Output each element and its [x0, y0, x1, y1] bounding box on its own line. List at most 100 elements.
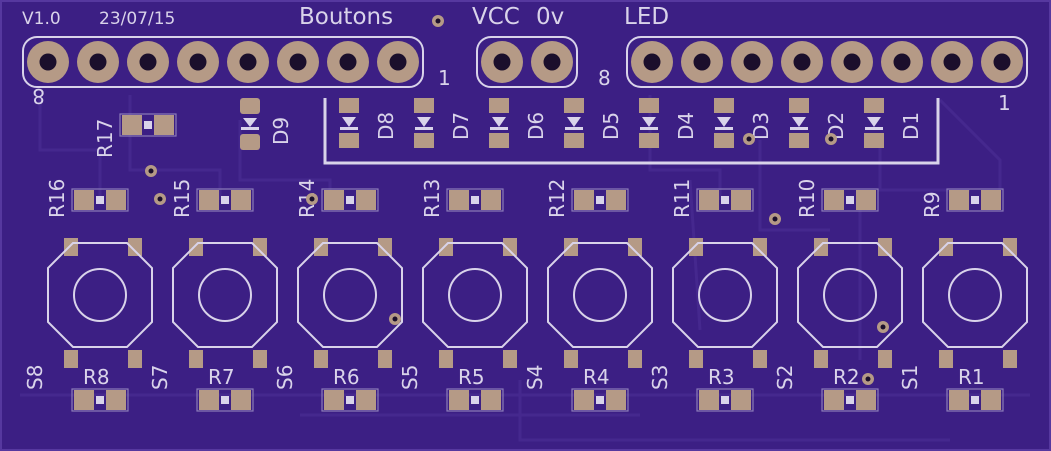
via-hole [746, 136, 752, 142]
switch-pad [564, 350, 578, 368]
led-pad-bottom [864, 133, 884, 148]
led-header-pin [731, 41, 773, 83]
led-d6: D6 [489, 98, 548, 148]
resistor-r11-body [721, 196, 729, 204]
buttons-header-pin [27, 41, 69, 83]
led-header-pin [881, 41, 923, 83]
led-pad-bottom [489, 133, 509, 148]
resistor-r12 [571, 188, 629, 212]
led-label: D8 [374, 112, 398, 140]
resistor-r14-pad-a [324, 190, 344, 210]
led-pad-top [789, 98, 809, 113]
resistor-r17-outline [119, 113, 177, 137]
switch-pad [314, 238, 328, 256]
led-cathode-bar [640, 127, 658, 130]
resistor-r9-outline [946, 188, 1004, 212]
led-header-pin-hole [693, 53, 711, 71]
pin-headers [22, 36, 1028, 88]
switch-pad [439, 238, 453, 256]
switch-pad [878, 238, 892, 256]
resistor-r2-pad-b [856, 390, 876, 410]
resistor-r14-body [346, 196, 354, 204]
switch-pad [814, 238, 828, 256]
buttons-pin-1-label: 1 [438, 66, 451, 90]
resistor-r5-pad-b [481, 390, 501, 410]
power-header-outline [476, 36, 578, 88]
switch-s8: S8 [23, 238, 153, 390]
switch-label: S1 [898, 365, 922, 390]
led-pad-top [639, 98, 659, 113]
resistor-r16-outline [71, 188, 129, 212]
switch-pad [189, 350, 203, 368]
switch-body-outline [297, 242, 403, 348]
resistor-r11-pad-a [699, 190, 719, 210]
switch-s1: S1 [898, 238, 1028, 390]
via-hole [309, 196, 315, 202]
switch-label: S6 [273, 365, 297, 390]
power-header-pin [481, 41, 523, 83]
switch-pad [64, 350, 78, 368]
led-diode-symbol [642, 117, 656, 127]
switch-label: S4 [523, 365, 547, 390]
led-group-outline [323, 98, 940, 165]
resistor-r15 [196, 188, 254, 212]
switch-pad [753, 350, 767, 368]
switch-pad [564, 238, 578, 256]
power-header-pin-hole [493, 53, 511, 71]
top-resistor-label: R9 [920, 191, 944, 218]
switch-pad [628, 238, 642, 256]
top-resistor-label: R15 [170, 179, 194, 218]
bottom-resistor-label: R5 [458, 365, 485, 389]
resistor-r4-outline [571, 388, 629, 412]
top-resistor-row: R16R15R14R13R12R11R10R9 [45, 179, 1004, 218]
led-header-outline [626, 36, 1028, 88]
resistor-r6-pad-a [324, 390, 344, 410]
buttons-header-pin [177, 41, 219, 83]
bottom-resistor-label: R2 [833, 365, 860, 389]
d9-cathode-bar [241, 127, 259, 130]
d9-diode-symbol [243, 118, 257, 127]
switch-body-outline [672, 242, 778, 348]
led-pad-bottom [639, 133, 659, 148]
led-header-pin [831, 41, 873, 83]
led-header-pin-hole [793, 53, 811, 71]
buttons-header-pin [77, 41, 119, 83]
led-header-pin-hole [843, 53, 861, 71]
via-hole [148, 168, 154, 174]
led-cathode-bar [340, 127, 358, 130]
switch-pad [64, 238, 78, 256]
zero-volt-label: 0v [536, 4, 564, 30]
led-d4: D4 [639, 98, 698, 148]
resistor-r12-body [596, 196, 604, 204]
switch-actuator-outline [573, 268, 627, 322]
led-header-pin [931, 41, 973, 83]
resistor-r8 [71, 388, 129, 412]
version-label: V1.0 [22, 9, 61, 29]
resistor-r13-pad-b [481, 190, 501, 210]
led-diode-symbol [792, 117, 806, 127]
switch-pad [439, 350, 453, 368]
via-hole [772, 216, 778, 222]
r17-label: R17 [93, 119, 117, 158]
bottom-resistor-label: R1 [958, 365, 985, 389]
switch-pad [128, 238, 142, 256]
resistor-r10-pad-a [824, 190, 844, 210]
switch-s4: S4 [523, 238, 653, 390]
resistor-r16-pad-b [106, 190, 126, 210]
led-pad-bottom [564, 133, 584, 148]
led-d9: D9 [240, 98, 293, 150]
resistor-r12-pad-b [606, 190, 626, 210]
buttons-header-pin-hole [339, 53, 357, 71]
resistor-r13-pad-a [449, 190, 469, 210]
led-pad-top [489, 98, 509, 113]
bottom-resistor-label: R8 [83, 365, 110, 389]
led-d7: D7 [414, 98, 473, 148]
resistor-r3 [696, 388, 754, 412]
buttons-header-pin-hole [189, 53, 207, 71]
led-d1: D1 [864, 98, 923, 148]
resistor-r2-pad-a [824, 390, 844, 410]
resistor-r16 [71, 188, 129, 212]
top-resistor-label: R13 [420, 179, 444, 218]
led-pad-bottom [789, 133, 809, 148]
